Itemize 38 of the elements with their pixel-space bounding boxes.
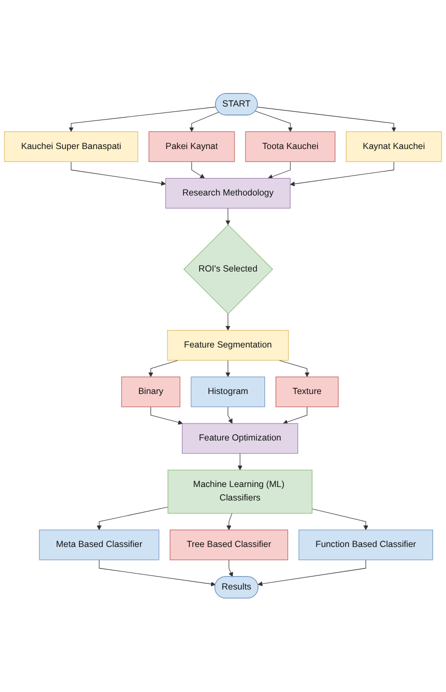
arrow [312, 508, 368, 530]
arrow [290, 162, 394, 186]
arrow [278, 360, 310, 378]
node-box: Research Methodology [165, 178, 290, 209]
arrow [268, 162, 291, 180]
node-box: Binary [121, 376, 180, 408]
arrow [226, 314, 230, 331]
arrow [189, 112, 220, 132]
node-box: Toota Kauchei [245, 132, 336, 162]
node-diamond: ROI's Selected [183, 224, 274, 314]
node-box: Machine Learning (ML) Classifiers [168, 470, 312, 514]
arrow [257, 106, 396, 132]
node-box: Kaynat Kauchei [346, 132, 442, 162]
node-box: Texture [276, 376, 339, 408]
node-box: Meta Based Classifier [39, 530, 160, 560]
arrow [255, 111, 293, 132]
arrow [150, 406, 183, 425]
node-box: Function Based Classifier [298, 530, 434, 560]
arrow [98, 560, 216, 587]
node-box: Histogram [190, 376, 266, 408]
arrow [226, 208, 230, 226]
arrow [282, 406, 308, 425]
node-box: Feature Optimization [182, 423, 298, 454]
arrow [228, 560, 234, 578]
arrow [191, 162, 205, 179]
arrow [226, 360, 230, 378]
arrow [96, 506, 168, 530]
arrow [70, 162, 166, 186]
node-box: Kauchei Super Banaspati [4, 132, 138, 162]
arrow [226, 513, 232, 530]
arrow [148, 360, 179, 378]
node-box: Tree Based Classifier [170, 530, 288, 560]
arrow [68, 106, 216, 132]
arrow [238, 453, 242, 470]
node-box: Feature Segmentation [167, 330, 289, 361]
arrow [228, 406, 232, 424]
node-box: Pakei Kaynat [148, 132, 235, 162]
arrow [258, 560, 366, 586]
